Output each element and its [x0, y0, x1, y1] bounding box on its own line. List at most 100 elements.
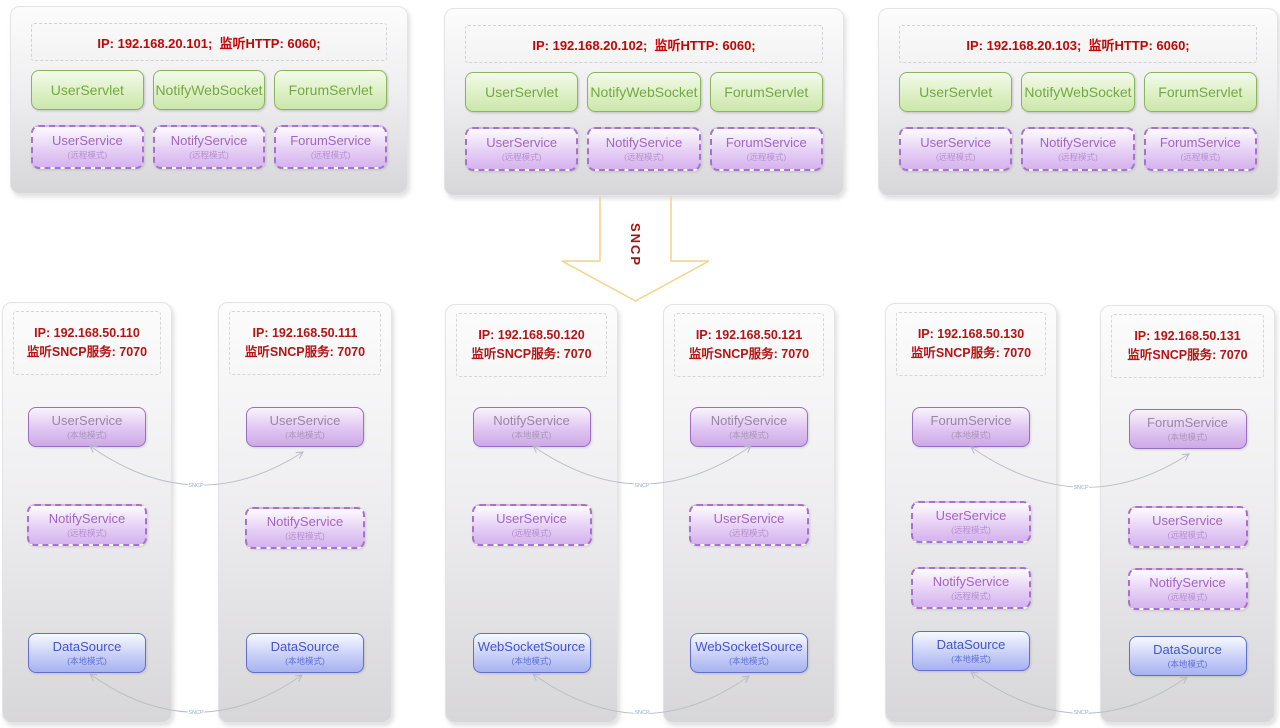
node-panel-131: IP: 192.168.50.131 监听SNCP服务: 7070 ForumS…	[1100, 305, 1275, 723]
local-service-box: ForumService (本地模式)	[912, 407, 1030, 447]
service-mode-label: (远程模式)	[67, 149, 108, 160]
service-name-label: UserService	[269, 412, 341, 428]
service-name-label: ForumService	[930, 412, 1012, 428]
service-name-label: ForumService	[1147, 414, 1228, 430]
servlet-box: ForumServlet	[274, 70, 388, 110]
service-mode-label: (远程模式)	[729, 527, 769, 538]
service-mode-label: (远程模式)	[746, 151, 787, 162]
service-mode-label: (远程模式)	[1180, 151, 1221, 162]
service-name-label: ForumService	[725, 134, 807, 150]
node-ip-header: IP: 192.168.50.130 监听SNCP服务: 7070	[896, 312, 1046, 376]
server-ip-text: IP: 192.168.20.101; 监听HTTP: 6060;	[97, 35, 321, 51]
service-name-label: UserService	[713, 510, 785, 526]
node-ip-text: IP: 192.168.50.110	[34, 325, 140, 340]
remote-service-box: UserService (远程模式)	[1127, 506, 1248, 548]
service-name-label: UserService	[51, 412, 123, 428]
remote-service-box: NotifyService (远程模式)	[27, 504, 147, 546]
node-listen-text: 监听SNCP服务: 7070	[26, 345, 148, 359]
node-ip-header: IP: 192.168.50.120 监听SNCP服务: 7070	[456, 313, 607, 377]
service-mode-label: (远程模式)	[310, 149, 351, 160]
servlet-label: UserServlet	[485, 84, 559, 100]
service-name-label: UserService	[935, 507, 1007, 523]
node-ip-text: IP: 192.168.50.121	[695, 327, 803, 342]
servlet-box: UserServlet	[899, 72, 1013, 112]
service-name-label: NotifyService	[48, 510, 126, 526]
servlet-box: UserServlet	[465, 72, 579, 112]
node-listen-text: 监听SNCP服务: 7070	[910, 346, 1032, 360]
server-ip-text: IP: 192.168.20.102; 监听HTTP: 6060;	[532, 37, 756, 53]
service-mode-label: (远程模式)	[624, 151, 664, 162]
service-mode-label: (本地模式)	[511, 655, 552, 666]
remote-service-box: NotifyService (远程模式)	[911, 567, 1031, 609]
service-mode-label: (本地模式)	[285, 429, 325, 440]
connector-label: SNCP	[634, 483, 650, 489]
node-ip-text: IP: 192.168.50.111	[252, 325, 358, 340]
remote-service-box: NotifyService (远程模式)	[587, 127, 701, 171]
servlet-box: NotifyWebSocket	[1021, 72, 1135, 112]
servlet-row: UserServlet NotifyWebSocket ForumServlet	[31, 70, 388, 110]
remote-service-box: NotifyService (远程模式)	[1127, 568, 1248, 610]
node-panel-130: IP: 192.168.50.130 监听SNCP服务: 7070 ForumS…	[885, 303, 1057, 723]
service-name-label: WebSocketSource	[695, 638, 803, 654]
service-name-label: NotifyService	[932, 573, 1010, 589]
servlet-row: UserServlet NotifyWebSocket ForumServlet	[899, 72, 1257, 112]
service-mode-label: (远程模式)	[1058, 151, 1098, 162]
service-mode-label: (本地模式)	[951, 653, 991, 664]
servlet-label: NotifyWebSocket	[590, 84, 698, 100]
node-listen-text: 监听SNCP服务: 7070	[244, 345, 366, 359]
service-name-label: NotifyService	[266, 513, 344, 529]
web-server-panel-101: IP: 192.168.20.101; 监听HTTP: 6060; UserSe…	[10, 6, 408, 194]
service-name-label: ForumService	[290, 132, 372, 148]
service-mode-label: (远程模式)	[951, 590, 991, 601]
local-service-box: UserService (本地模式)	[246, 407, 364, 447]
service-name-label: UserService	[51, 132, 123, 148]
remote-service-box: UserService (远程模式)	[911, 501, 1031, 543]
servlet-box: NotifyWebSocket	[152, 70, 266, 110]
service-mode-label: (远程模式)	[951, 524, 991, 535]
service-mode-label: (远程模式)	[1167, 529, 1208, 540]
connector-label: SNCP	[1073, 485, 1089, 491]
node-listen-text: 监听SNCP服务: 7070	[1127, 348, 1248, 362]
remote-service-row: UserService (远程模式) NotifyService (远程模式) …	[899, 127, 1257, 171]
connector-label: SNCP	[188, 710, 204, 716]
remote-service-box: ForumService (远程模式)	[274, 125, 388, 169]
service-name-label: NotifyService	[170, 132, 248, 148]
service-mode-label: (远程模式)	[1167, 591, 1208, 602]
node-ip-header: IP: 192.168.50.111 监听SNCP服务: 7070	[229, 311, 381, 375]
node-listen-text: 监听SNCP服务: 7070	[471, 347, 592, 361]
service-mode-label: (远程模式)	[935, 151, 976, 162]
connector-label: SNCP	[634, 710, 650, 716]
servlet-label: ForumServlet	[288, 82, 373, 98]
service-mode-label: (远程模式)	[67, 527, 107, 538]
service-name-label: NotifyService	[1149, 574, 1226, 590]
servlet-row: UserServlet NotifyWebSocket ForumServlet	[465, 72, 823, 112]
node-panel-111: IP: 192.168.50.111 监听SNCP服务: 7070 UserSe…	[218, 302, 392, 723]
web-server-panel-103: IP: 192.168.20.103; 监听HTTP: 6060; UserSe…	[878, 8, 1278, 196]
service-mode-label: (本地模式)	[729, 429, 769, 440]
remote-service-box: ForumService (远程模式)	[1143, 127, 1257, 171]
service-name-label: NotifyService	[605, 134, 683, 150]
datasource-box: DataSource (本地模式)	[912, 631, 1030, 671]
local-service-box: UserService (本地模式)	[28, 407, 146, 447]
service-mode-label: (本地模式)	[67, 655, 107, 666]
local-service-box: ForumService (本地模式)	[1128, 409, 1247, 449]
websocketsource-box: WebSocketSource (本地模式)	[472, 633, 591, 673]
server-ip-header: IP: 192.168.20.103; 监听HTTP: 6060;	[899, 25, 1257, 63]
service-mode-label: (本地模式)	[285, 655, 325, 666]
service-mode-label: (本地模式)	[1167, 658, 1208, 669]
remote-service-box: NotifyService (远程模式)	[1021, 127, 1135, 171]
servlet-label: ForumServlet	[724, 84, 809, 100]
servlet-box: ForumServlet	[709, 72, 823, 112]
service-name-label: DataSource	[936, 636, 1006, 652]
local-service-box: NotifyService (本地模式)	[690, 407, 808, 447]
node-ip-header: IP: 192.168.50.131 监听SNCP服务: 7070	[1111, 314, 1264, 378]
service-mode-label: (远程模式)	[285, 530, 325, 541]
connector-label: SNCP	[188, 483, 204, 489]
datasource-box: DataSource (本地模式)	[28, 633, 146, 673]
service-name-label: DataSource	[1153, 641, 1222, 657]
service-name-label: UserService	[496, 510, 567, 526]
connector-label: SNCP	[1073, 710, 1089, 716]
datasource-box: DataSource (本地模式)	[1128, 636, 1247, 676]
service-mode-label: (远程模式)	[501, 151, 542, 162]
node-ip-text: IP: 192.168.50.120	[478, 327, 585, 342]
